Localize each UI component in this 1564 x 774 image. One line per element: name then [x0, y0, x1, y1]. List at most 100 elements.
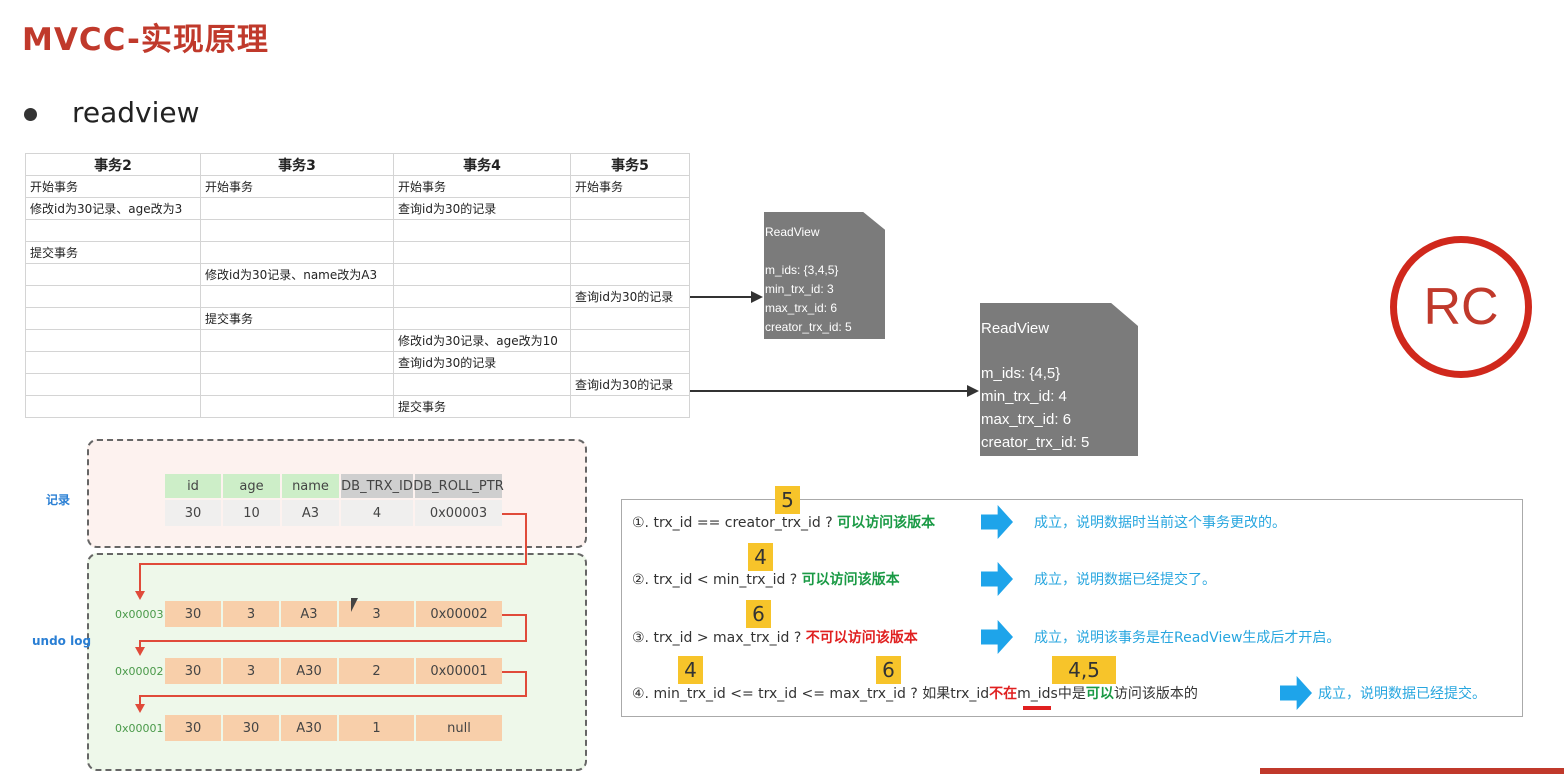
roll-ptr-connector — [140, 563, 527, 565]
undo-cell: 2 — [339, 658, 414, 684]
table-row: 修改id为30记录、age改为10 — [25, 329, 690, 352]
record-header-cell: name — [282, 474, 339, 498]
note-badge: 4,5 — [1052, 656, 1116, 684]
readview-max-trx-id: max_trx_id: 6 — [981, 411, 1072, 428]
rule-3-outcome: 不可以访问该版本 — [805, 630, 918, 646]
table-cell: 开始事务 — [570, 175, 690, 198]
readview-card-2: ReadView m_ids: {4,5} min_trx_id: 4 max_… — [980, 303, 1138, 456]
table-cell — [25, 395, 201, 418]
roll-ptr-arrow-icon — [135, 591, 145, 600]
table-row: 查询id为30的记录 — [25, 351, 690, 374]
table-cell: 提交事务 — [25, 241, 201, 264]
rule-4-condition: ④. min_trx_id <= trx_id <= max_trx_id ? … — [632, 686, 990, 702]
roll-ptr-connector — [525, 513, 527, 564]
record-value-cell: A3 — [282, 500, 339, 526]
table-row: 提交事务 — [25, 395, 690, 418]
column-header: 事务2 — [25, 153, 201, 176]
readview-title: ReadView — [765, 225, 820, 239]
table-cell — [25, 373, 201, 396]
rule-3-condition: ③. trx_id > max_trx_id ? — [632, 630, 802, 646]
arrow-head-icon — [751, 291, 763, 303]
table-cell — [570, 329, 690, 352]
rule-1-result: 成立，说明数据时当前这个事务更改的。 — [1034, 515, 1286, 531]
table-cell — [393, 307, 571, 330]
roll-ptr-connector — [502, 671, 526, 673]
table-cell — [200, 219, 394, 242]
readview-min-trx-id: min_trx_id: 3 — [765, 282, 834, 296]
rule-4-result: 成立，说明数据已经提交。 — [1318, 686, 1486, 702]
table-cell — [200, 285, 394, 308]
table-cell — [25, 307, 201, 330]
undo-log-panel — [87, 553, 587, 771]
table-cell: 修改id为30记录、age改为10 — [393, 329, 571, 352]
undo-address: 0x00001 — [115, 722, 164, 735]
table-cell: 查询id为30的记录 — [393, 197, 571, 220]
roll-ptr-arrow-icon — [135, 704, 145, 713]
undo-cell: 3 — [223, 658, 279, 684]
rule-2-condition: ②. trx_id < min_trx_id ? — [632, 572, 798, 588]
undo-cell: A3 — [281, 601, 337, 627]
readview-m-ids: m_ids: {4,5} — [981, 365, 1061, 382]
undo-cell: 30 — [165, 601, 221, 627]
table-cell — [25, 285, 201, 308]
table-cell — [25, 351, 201, 374]
undo-cell: null — [416, 715, 502, 741]
roll-ptr-connector — [139, 563, 141, 592]
roll-ptr-connector — [140, 695, 527, 697]
note-badge: 5 — [775, 486, 800, 514]
rule-1-outcome: 可以访问该版本 — [837, 515, 936, 531]
table-cell: 开始事务 — [25, 175, 201, 198]
note-badge: 6 — [876, 656, 901, 684]
table-cell: 查询id为30的记录 — [570, 285, 690, 308]
undo-cell: 0x00002 — [416, 601, 502, 627]
roll-ptr-connector — [502, 513, 526, 515]
bullet-text: readview — [72, 96, 200, 129]
record-value-cell: 4 — [341, 500, 413, 526]
table-cell — [25, 329, 201, 352]
record-header-cell: age — [223, 474, 280, 498]
roll-ptr-connector — [525, 671, 527, 696]
arrow-to-readview-1 — [690, 296, 752, 298]
table-cell — [200, 351, 394, 374]
table-cell — [393, 219, 571, 242]
page-title: MVCC-实现原理 — [22, 22, 269, 58]
readview-creator-trx-id: creator_trx_id: 5 — [981, 434, 1090, 451]
table-row — [25, 219, 690, 242]
roll-ptr-connector — [139, 640, 141, 648]
record-label: 记录 — [46, 493, 71, 507]
table-cell — [570, 263, 690, 286]
readview-creator-trx-id: creator_trx_id: 5 — [765, 320, 852, 334]
undo-log-label: undo log — [32, 634, 92, 648]
table-cell: 查询id为30的记录 — [393, 351, 571, 374]
undo-cell: 3 — [223, 601, 279, 627]
table-cell — [25, 219, 201, 242]
table-row: 提交事务 — [25, 241, 690, 264]
record-header-cell: id — [165, 474, 221, 498]
undo-cell: 30 — [165, 715, 221, 741]
table-cell — [570, 395, 690, 418]
rc-badge: RC — [1390, 236, 1532, 378]
bullet-dot-icon — [24, 108, 37, 121]
rule-2-result: 成立，说明数据已经提交了。 — [1034, 572, 1216, 588]
rule-4-condition-c: 访问该版本的 — [1113, 686, 1198, 702]
undo-cell: A30 — [281, 658, 337, 684]
readview-max-trx-id: max_trx_id: 6 — [765, 301, 838, 315]
record-value-cell: 30 — [165, 500, 221, 526]
table-cell — [200, 329, 394, 352]
arrow-head-icon — [967, 385, 979, 397]
rule-3: ③. trx_id > max_trx_id ? 不可以访问该版本 — [632, 627, 918, 647]
rule-4-not-in: 不在 — [989, 686, 1018, 702]
undo-cell: 30 — [223, 715, 279, 741]
table-cell — [200, 395, 394, 418]
table-cell — [570, 351, 690, 374]
note-badge: 4 — [748, 543, 773, 571]
record-header-cell: DB_ROLL_PTR — [413, 474, 504, 498]
column-header: 事务5 — [570, 153, 690, 176]
table-row: 查询id为30的记录 — [25, 285, 690, 308]
table-cell: 提交事务 — [200, 307, 394, 330]
undo-cell: 30 — [165, 658, 221, 684]
undo-address: 0x00002 — [115, 665, 164, 678]
